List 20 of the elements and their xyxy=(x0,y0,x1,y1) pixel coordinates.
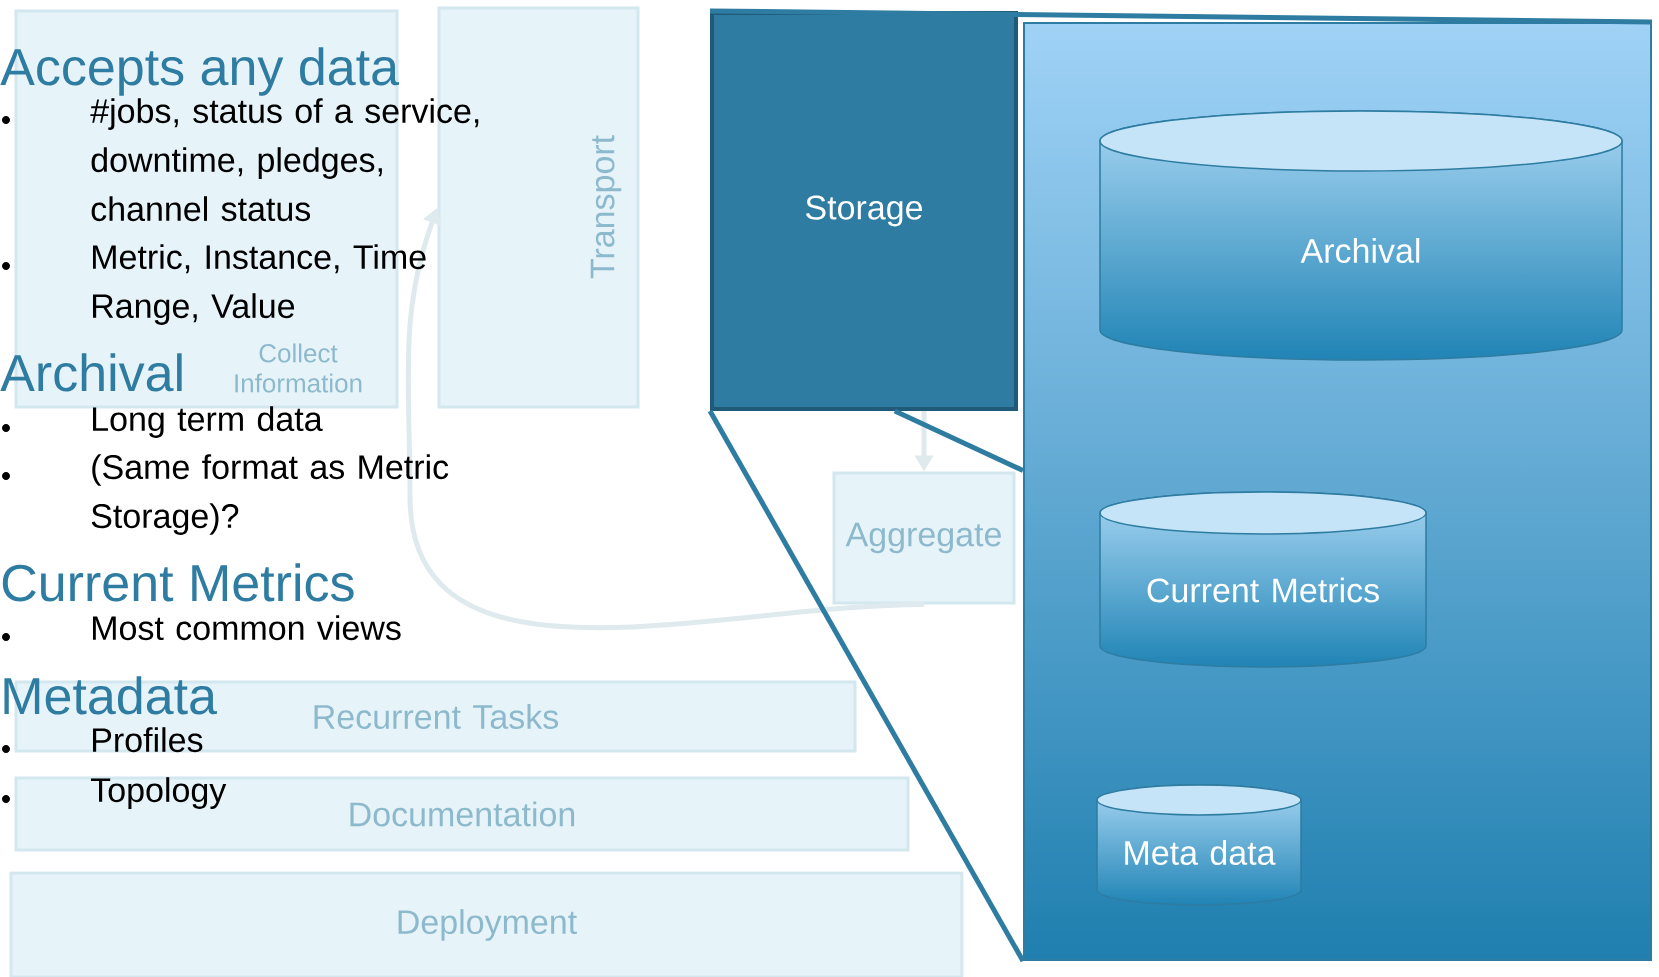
database-cylinder: Current Metrics xyxy=(1099,491,1427,668)
heading: Archival xyxy=(0,353,182,392)
database-cylinder: Meta data xyxy=(1096,784,1302,906)
heading: Current Metrics xyxy=(2,563,354,602)
heading: Accepts any data xyxy=(0,47,400,96)
bullet-text: Metric, Instance, Time Range, Value xyxy=(93,244,426,325)
process-box: Deployment xyxy=(9,871,964,977)
bullet-text: (Same format as Metric Storage)? xyxy=(91,454,449,535)
zoom-line xyxy=(710,8,1653,25)
storage-box: Storage xyxy=(710,11,1018,411)
bullet-text: Long term data xyxy=(93,406,323,438)
bullet-text: Most common views xyxy=(93,615,401,641)
heading: Metadata xyxy=(4,676,217,715)
database-cylinder: Archival xyxy=(1099,110,1623,361)
zoom-line xyxy=(893,408,1025,473)
bullet-text: Topology xyxy=(90,777,227,809)
zoom-line xyxy=(707,409,1026,963)
process-box: Aggregate xyxy=(832,471,1016,605)
bullet-text: #jobs, status of a service, downtime, pledges, channel status xyxy=(90,98,479,222)
bullet-text: Profiles xyxy=(93,727,203,753)
